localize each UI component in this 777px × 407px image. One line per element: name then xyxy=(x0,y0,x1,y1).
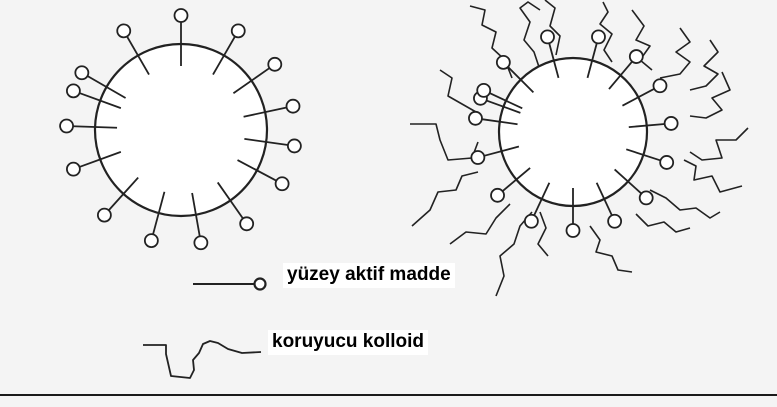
colloid-chain xyxy=(650,190,720,218)
colloid-chain xyxy=(538,212,548,256)
colloid-chain xyxy=(440,70,476,112)
colloid-chain xyxy=(690,128,748,160)
colloid-chain xyxy=(660,28,690,78)
colloid-chain xyxy=(684,160,742,192)
colloid-chain xyxy=(690,40,718,90)
surfactant-legend-label: yüzey aktif madde xyxy=(283,263,455,288)
colloid-chain xyxy=(590,226,632,272)
colloid-chain xyxy=(412,172,478,226)
legend-surfactant-symbol xyxy=(193,279,266,290)
colloid-chain xyxy=(636,214,690,232)
micelle-core xyxy=(95,44,267,216)
colloid-chain xyxy=(450,204,510,244)
colloid-chain xyxy=(410,124,478,160)
colloid-legend-label: koruyucu kolloid xyxy=(268,330,428,355)
bottom-rule xyxy=(0,394,777,396)
colloid-chain xyxy=(690,72,730,118)
colloid-chain xyxy=(545,0,560,55)
colloid-chain xyxy=(520,2,540,70)
legend-colloid-symbol xyxy=(143,341,261,378)
micelle-with-protective-colloid xyxy=(469,30,678,237)
micelle-surfactant-only xyxy=(60,9,301,249)
